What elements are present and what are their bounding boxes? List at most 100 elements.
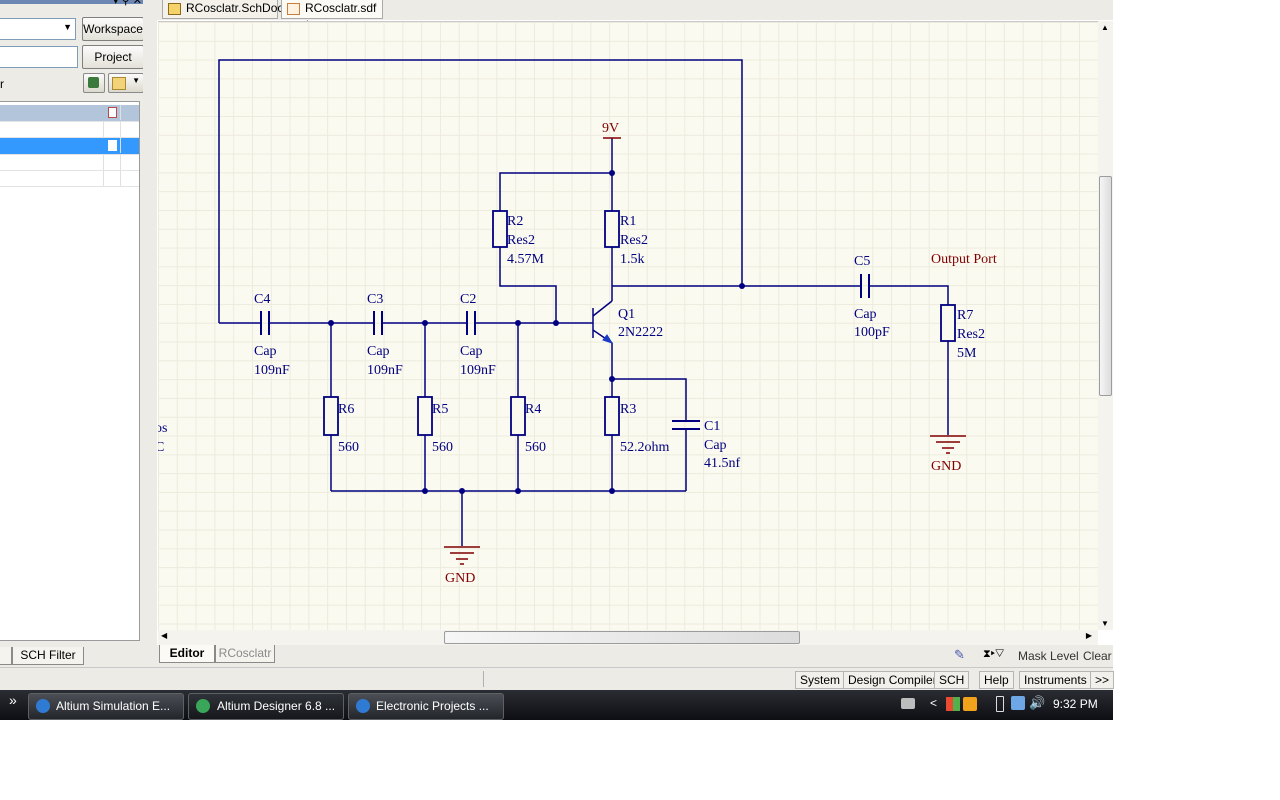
r4-value: 560 — [525, 440, 546, 455]
c2-type: Cap — [460, 344, 483, 359]
list-item[interactable] — [0, 122, 139, 138]
workspace-button[interactable]: Workspace — [82, 17, 144, 41]
panel-title-bar — [0, 0, 143, 4]
schematic-doc-icon — [108, 107, 117, 118]
r1-designator: R1 — [620, 214, 636, 229]
waveform-doc-icon — [287, 3, 300, 15]
ie-icon — [356, 699, 370, 713]
projects-panel: ▾ ⚲ ✕ ▼ Workspace Project r ▼ — [0, 0, 144, 667]
panel-splitter[interactable] — [143, 0, 157, 667]
workspace-combo[interactable]: ▼ — [0, 18, 76, 40]
wires — [218, 59, 949, 546]
c1-value: 41.5nf — [704, 456, 741, 471]
project-options-icon[interactable]: ▼ — [108, 73, 144, 93]
task-altium-designer[interactable]: Altium Designer 6.8 ... — [188, 693, 344, 720]
r3-designator: R3 — [620, 402, 636, 417]
battery-icon[interactable] — [996, 696, 1004, 712]
task-altium-simulation[interactable]: Altium Simulation E... — [28, 693, 184, 720]
r7-value: 5M — [957, 346, 977, 361]
c5-value: 100pF — [854, 325, 890, 340]
schematic-sheet[interactable]: 9V R2 Res2 4.57M R1 Res2 1.5k C5 Cap 100… — [158, 21, 1098, 631]
ie-icon — [36, 699, 50, 713]
editor-tab-bar: Editor RCosclatr ✎ ⧗▸▽ Mask Level Clear — [157, 645, 1113, 667]
scroll-up-icon[interactable]: ▲ — [1101, 23, 1109, 32]
keyboard-icon[interactable] — [901, 698, 915, 709]
project-button[interactable]: Project — [82, 45, 144, 69]
project-combo[interactable] — [0, 46, 78, 68]
output-port-label: Output Port — [931, 252, 997, 267]
status-bar: System Design Compiler SCH Help Instrume… — [0, 667, 1115, 691]
c4-value: 109nF — [254, 363, 290, 378]
clock[interactable]: 9:32 PM — [1053, 697, 1098, 711]
r3-value: 52.2ohm — [620, 440, 670, 455]
clipped-text-1: os — [158, 421, 167, 436]
system-button[interactable]: System — [795, 671, 846, 689]
clear-button[interactable]: Clear — [1083, 649, 1112, 663]
c4-type: Cap — [254, 344, 277, 359]
capacitor-plates — [260, 274, 870, 430]
c5-type: Cap — [854, 307, 877, 322]
tab-rcosclatr-sdf[interactable]: RCosclatr.sdf * — [281, 0, 383, 32]
document-tab-bar: RCosclatr.SchDoc RCosclatr.sdf * — [157, 0, 1113, 32]
vertical-scrollbar[interactable]: ▲ ▼ — [1098, 21, 1113, 630]
list-item[interactable] — [0, 171, 139, 187]
c1-type: Cap — [704, 438, 727, 453]
c3-value: 109nF — [367, 363, 403, 378]
chevron-down-icon: ▼ — [132, 76, 140, 85]
scroll-down-icon[interactable]: ▼ — [1101, 619, 1109, 628]
tab-rcosclatr-schdoc[interactable]: RCosclatr.SchDoc — [162, 0, 283, 19]
schematic-drawing: 9V R2 Res2 4.57M R1 Res2 1.5k C5 Cap 100… — [158, 59, 997, 586]
scrollbar-thumb[interactable] — [1099, 176, 1112, 396]
tab-editor[interactable]: Editor — [159, 645, 215, 663]
compile-icon[interactable] — [83, 73, 105, 93]
list-item[interactable] — [0, 105, 139, 122]
help-button[interactable]: Help — [979, 671, 1014, 689]
gnd-label-output: GND — [931, 459, 961, 474]
list-item[interactable] — [0, 138, 139, 155]
design-compiler-button[interactable]: Design Compiler — [843, 671, 942, 689]
junctions — [328, 170, 745, 494]
tray-expand-icon[interactable]: < — [930, 696, 938, 710]
panel-pin-icon[interactable]: ▾ ⚲ ✕ — [113, 0, 142, 7]
c5-designator: C5 — [854, 254, 870, 269]
panel-tab[interactable] — [0, 647, 12, 665]
r7-type: Res2 — [957, 327, 985, 342]
horizontal-scrollbar[interactable]: ◀ ▶ — [158, 630, 1098, 645]
r6-designator: R6 — [338, 402, 354, 417]
sch-button[interactable]: SCH — [934, 671, 970, 689]
scroll-left-icon[interactable]: ◀ — [161, 631, 168, 640]
c1-designator: C1 — [704, 419, 720, 434]
update-icon[interactable] — [963, 697, 977, 711]
brush-icon[interactable]: ✎ — [954, 647, 965, 662]
scroll-right-icon[interactable]: ▶ — [1085, 631, 1092, 640]
taskbar-chevron[interactable]: » — [9, 692, 17, 708]
volume-icon[interactable]: 🔊 — [1029, 695, 1046, 710]
more-button[interactable]: >> — [1090, 671, 1115, 689]
sdf-doc-icon — [108, 140, 117, 151]
mask-level-button[interactable]: Mask Level — [1018, 649, 1079, 663]
c3-type: Cap — [367, 344, 390, 359]
project-file-tree — [0, 101, 140, 641]
task-electronic-projects[interactable]: Electronic Projects ... — [348, 693, 504, 720]
emitter-arrow — [602, 334, 614, 344]
windows-flag-icon[interactable] — [946, 697, 960, 711]
c4-designator: C4 — [254, 292, 270, 307]
scrollbar-thumb[interactable] — [444, 631, 800, 644]
tab-rcosclatr[interactable]: RCosclatr — [215, 645, 275, 663]
tab-sch-filter[interactable]: SCH Filter — [12, 647, 84, 665]
panel-tabs: SCH Filter — [0, 647, 143, 667]
r2-value: 4.57M — [507, 252, 545, 267]
q1-designator: Q1 — [618, 307, 635, 322]
instruments-button[interactable]: Instruments — [1019, 671, 1092, 689]
taskbar: » Altium Simulation E... Altium Designer… — [0, 690, 1113, 720]
network-icon[interactable] — [1011, 696, 1025, 710]
supply-label: 9V — [602, 121, 619, 136]
chevron-down-icon: ▼ — [63, 22, 72, 32]
filter-icon[interactable]: ⧗▸▽ — [983, 648, 1005, 660]
list-item[interactable] — [0, 155, 139, 171]
filter-label: r — [0, 77, 4, 91]
resistor-bodies — [323, 210, 956, 436]
schematic-doc-icon — [168, 3, 181, 15]
r5-designator: R5 — [432, 402, 448, 417]
c3-designator: C3 — [367, 292, 383, 307]
